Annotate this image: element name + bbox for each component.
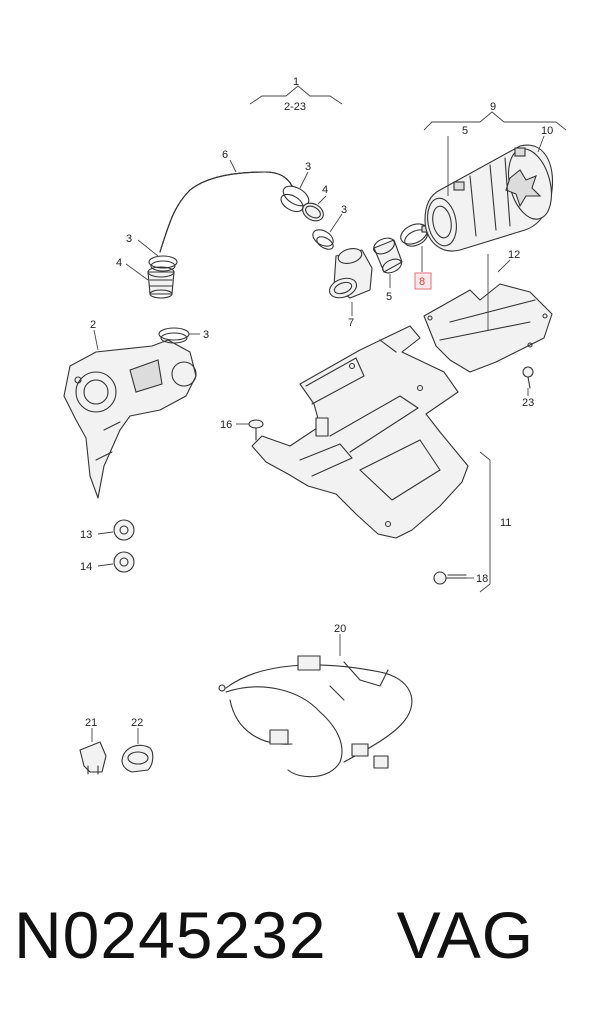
parts-diagram: 1 2-23 9 6 3 4 3 4 (63, 76, 567, 778)
callout-8[interactable]: 8 (419, 276, 425, 288)
callout-6: 6 (222, 149, 228, 161)
callout-21: 21 (85, 717, 97, 729)
corrugated-hose-6: 6 (159, 149, 293, 253)
callout-9: 9 (490, 101, 496, 113)
clip-16: 16 (220, 419, 264, 441)
group-bracket-1: 1 2-23 (249, 76, 343, 113)
callout-3-mid-top: 3 (305, 161, 311, 173)
hose-clamp-bracket: 3 (158, 327, 209, 344)
callout-3-bracket: 3 (203, 329, 209, 341)
callout-7: 7 (348, 317, 354, 329)
callout-22: 22 (131, 717, 143, 729)
callout-4-mid: 4 (322, 184, 328, 196)
heat-shield-12: 12 (423, 249, 553, 373)
callout-4-left: 4 (116, 257, 122, 269)
callout-2: 2 (90, 319, 96, 331)
hose-clamp-left-top: 3 (126, 233, 178, 272)
callout-20: 20 (334, 623, 346, 635)
highlight-box-8 (414, 272, 432, 290)
mounting-bracket-11: 11 (251, 325, 511, 593)
air-filter-housing: 5 10 (424, 125, 553, 252)
callout-14: 14 (80, 561, 92, 573)
callout-12: 12 (508, 249, 520, 261)
fuse-21: 21 (79, 717, 107, 775)
callout-18: 18 (476, 573, 488, 585)
callout-11: 11 (500, 517, 511, 529)
callout-16: 16 (220, 419, 232, 431)
elbow-pipe-7: 7 (328, 248, 373, 329)
connector-4-left: 4 (116, 257, 175, 299)
group-bracket-9: 9 (423, 101, 567, 131)
brand-name: VAG (396, 898, 535, 972)
hose-clamp-mid-lower: 3 (312, 204, 347, 250)
fuse-holder-22: 22 (121, 717, 154, 773)
callout-13: 13 (80, 529, 92, 541)
part-number: N0245232 (14, 898, 327, 972)
bolt-23: 23 (522, 366, 534, 409)
callout-3-mid-lower: 3 (341, 204, 347, 216)
callout-1-range: 2-23 (284, 101, 306, 113)
sleeve-5: 5 (373, 237, 403, 303)
bracket-2: 2 (63, 319, 197, 499)
part-number-caption: N0245232 VAG (14, 890, 594, 980)
bolt-18: 18 (433, 571, 488, 585)
callout-3-left: 3 (126, 233, 132, 245)
callout-1: 1 (293, 76, 299, 88)
nut-13: 13 (80, 519, 135, 541)
callout-23: 23 (522, 397, 534, 409)
nut-14: 14 (80, 551, 135, 573)
callout-5-lower: 5 (386, 291, 392, 303)
connector-4-mid: 4 (302, 184, 328, 222)
callout-5-filter: 5 (462, 125, 468, 137)
wiring-harness-20: 20 (218, 623, 413, 778)
callout-10: 10 (541, 125, 553, 137)
